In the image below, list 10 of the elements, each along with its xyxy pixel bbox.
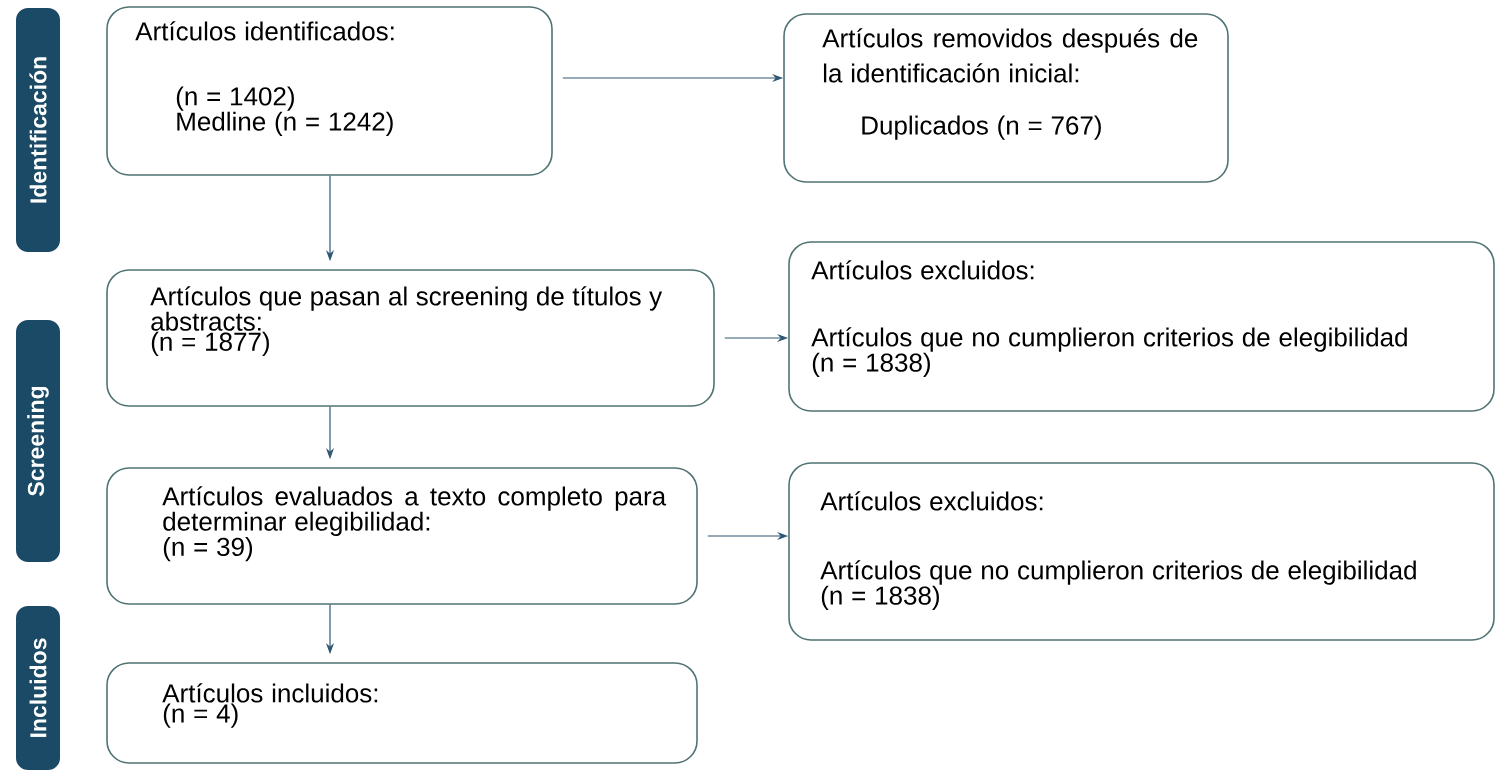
stage-band: Identificación: [16, 8, 60, 252]
process-box: Artículos removidos después de la identificación inicial: Duplicados (n = 767): [783, 13, 1229, 183]
process-box: Artículos incluidos: (n = 4): [106, 662, 698, 764]
process-box: Artículos que pasan al screening de títulos y abstracts: (n = 1877): [106, 269, 715, 407]
stage-band: Screening: [16, 320, 60, 562]
stage-band: Incluidos: [16, 606, 60, 770]
process-box: Artículos excluidos: Artículos que no cumplieron criterios de elegibilidad (n = 1838): [788, 241, 1495, 412]
process-box: Artículos identificados: (n = 1402) Medline (n = 1242): [106, 6, 553, 176]
process-box: Artículos excluidos: Artículos que no cumplieron criterios de elegibilidad (n = 1838): [788, 462, 1495, 641]
process-box: Artículos evaluados a texto completo para determinar elegibilidad: (n = 39): [106, 467, 698, 605]
